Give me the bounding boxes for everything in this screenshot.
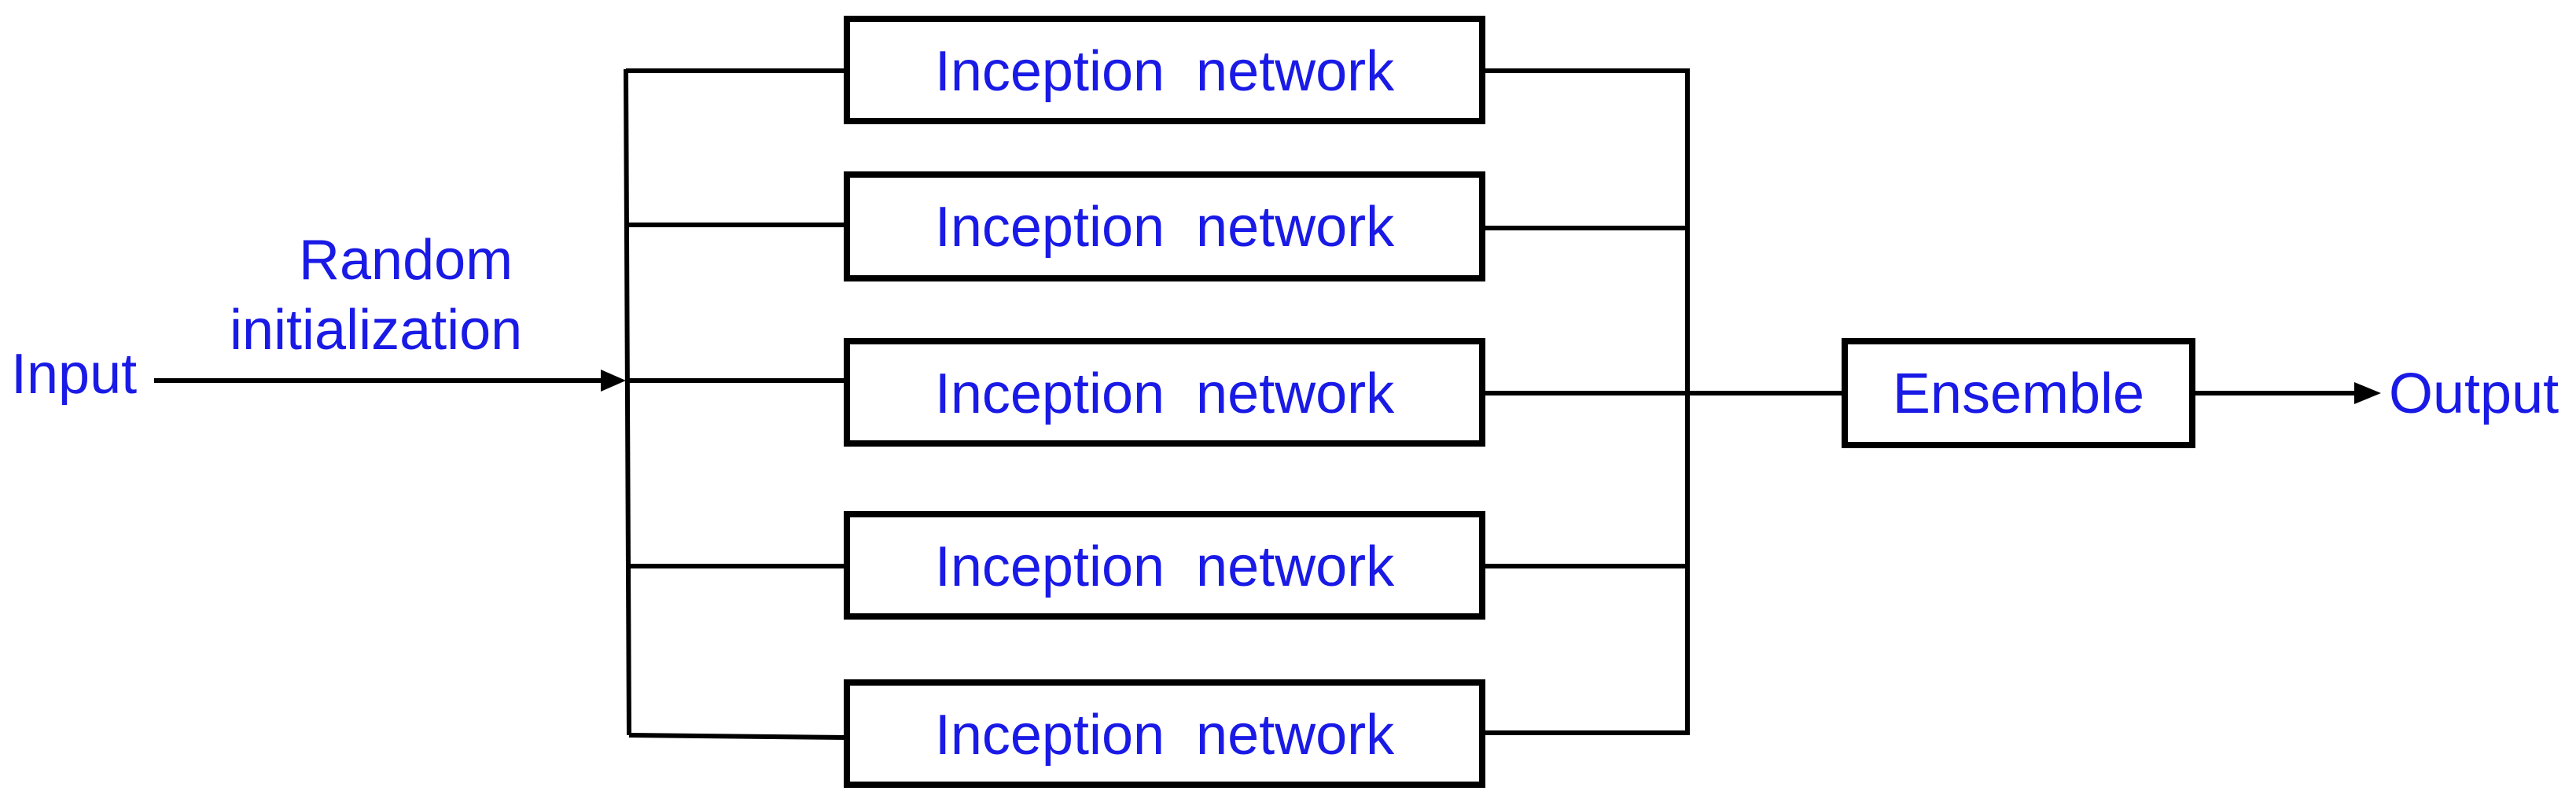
inception-network-label-2: Inception network [935,196,1395,259]
inception-network-box-5: Inception network [844,679,1485,788]
inception-network-label-4: Inception network [935,535,1395,598]
inception-network-box-1: Inception network [844,16,1485,124]
branch-in-5 [628,733,848,740]
split-bus [624,68,631,736]
input-label: Input [11,343,137,406]
inception-network-label-5: Inception network [935,704,1395,767]
inception-network-label-3: Inception network [935,362,1395,425]
output-arrowhead [2354,382,2381,404]
ensemble-label: Ensemble [1893,362,2144,425]
ensemble-box: Ensemble [1842,338,2195,448]
inception-network-box-3: Inception network [844,338,1485,447]
inception-network-label-1: Inception network [935,40,1395,103]
inception-network-box-4: Inception network [844,511,1485,620]
random-init-label-line1: Random [299,229,513,292]
random-init-label-line2: initialization [230,299,522,362]
input-arrowhead [601,370,626,392]
inception-network-box-2: Inception network [844,171,1485,281]
output-label: Output [2389,362,2559,425]
